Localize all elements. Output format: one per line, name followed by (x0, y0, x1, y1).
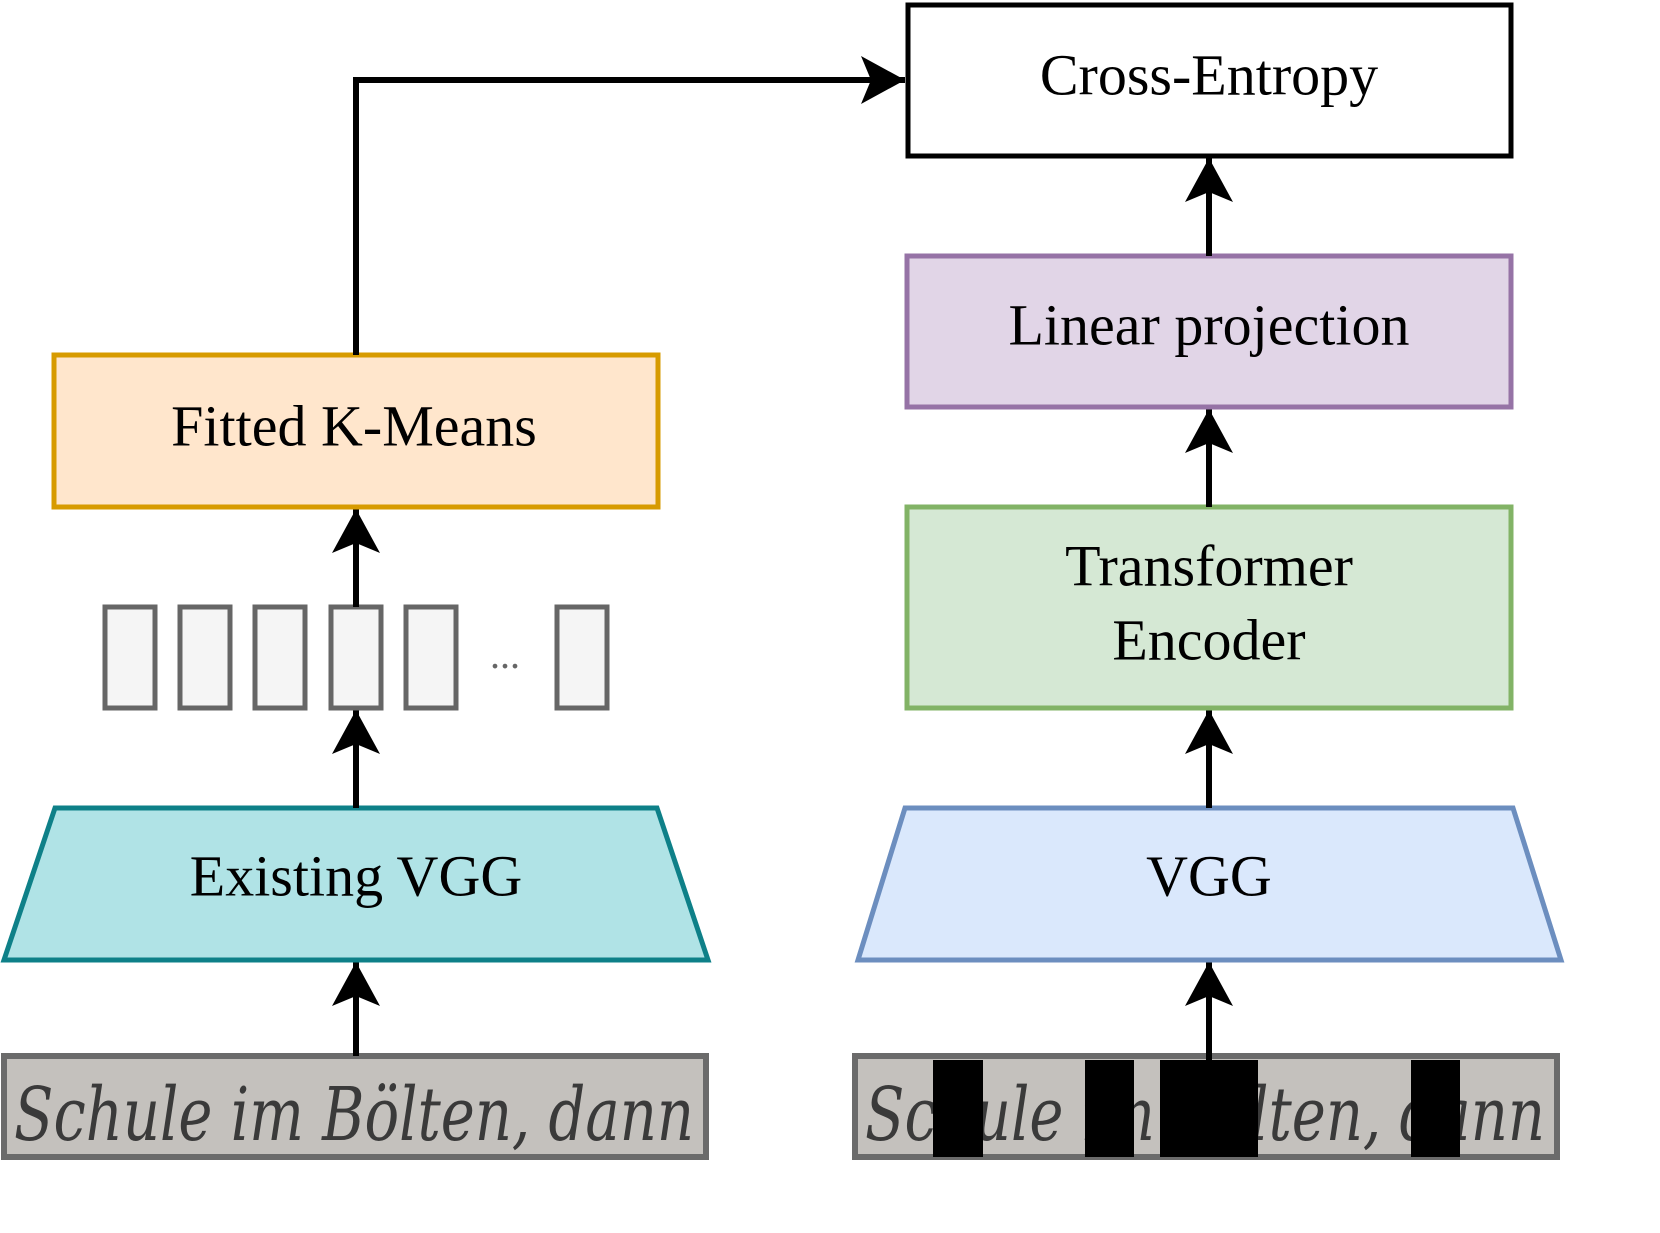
transformer-encoder-block: Transformer Encoder (904, 504, 1514, 711)
vgg-block: VGG (854, 805, 1565, 963)
right-input-image: Schule im Bölten, dann (852, 1053, 1560, 1160)
feature-vector (328, 604, 384, 711)
cross-entropy-label: Cross-Entropy (1040, 42, 1378, 107)
left-input-image: Schule im Bölten, dann (1, 1053, 709, 1160)
linear-projection-label: Linear projection (1009, 292, 1410, 357)
mask-span (1160, 1060, 1258, 1157)
feature-vector (102, 604, 158, 711)
existing-vgg-block: Existing VGG (0, 805, 712, 963)
mask-span (933, 1060, 983, 1157)
feature-vector (177, 604, 233, 711)
mask-span (1411, 1060, 1460, 1157)
fitted-kmeans-label: Fitted K-Means (171, 393, 537, 458)
arrow-kmeans-to-cross-entropy (353, 56, 905, 355)
feature-sequence: ... (102, 604, 610, 711)
existing-vgg-label: Existing VGG (190, 843, 522, 908)
feature-vector (554, 604, 610, 711)
handwriting-text: Schule im Bölten, dann (14, 1072, 694, 1158)
transformer-label-line2: Encoder (1112, 607, 1305, 672)
fitted-kmeans-block: Fitted K-Means (51, 352, 661, 510)
feature-vector (252, 604, 308, 711)
feature-vector (403, 604, 459, 711)
transformer-label-line1: Transformer (1065, 533, 1353, 598)
mask-span (1085, 1060, 1134, 1157)
feature-ellipsis: ... (490, 632, 520, 677)
linear-projection-block: Linear projection (904, 253, 1514, 410)
cross-entropy-block: Cross-Entropy (905, 2, 1514, 159)
svg-text:Schule im Bölten, dann: Schule im Bölten, dann (14, 1072, 694, 1158)
vgg-label: VGG (1146, 843, 1272, 908)
